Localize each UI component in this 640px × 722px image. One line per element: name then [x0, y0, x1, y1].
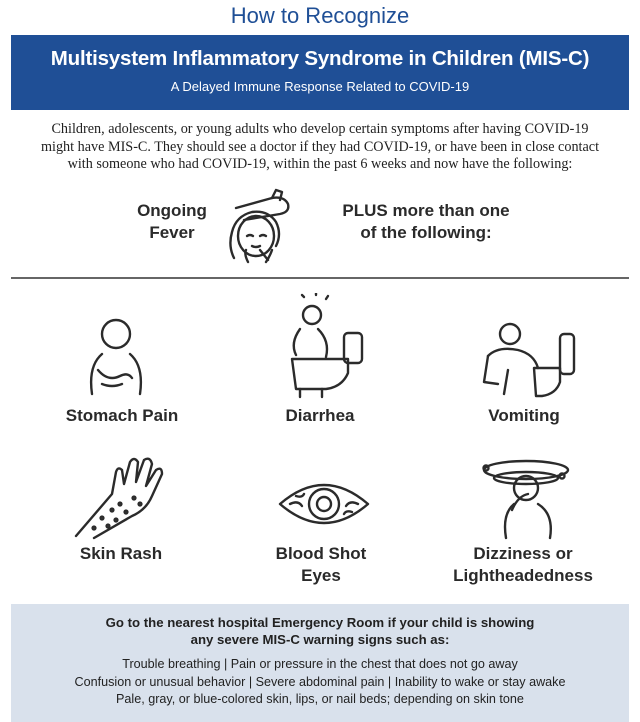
banner-subtitle: A Delayed Immune Response Related to COV… — [170, 79, 470, 94]
skin-rash-icon — [72, 454, 172, 540]
symptom-diarrhea: Diarrhea — [285, 406, 355, 425]
intro-line: might have MIS-C. They should see a doct… — [40, 138, 600, 155]
warning-box: Go to the nearest hospital Emergency Roo… — [11, 604, 629, 722]
intro-paragraph: Children, adolescents, or young adults w… — [18, 121, 622, 174]
symptom-dizziness: Dizziness or Lightheadedness — [453, 544, 593, 585]
symptom-vomiting: Vomiting — [488, 406, 560, 425]
diarrhea-icon — [282, 293, 372, 399]
fever-label: Ongoing Fever — [137, 201, 207, 242]
bloodshot-eye-icon — [276, 476, 372, 532]
dizziness-icon — [476, 452, 576, 540]
vomiting-icon — [478, 316, 578, 400]
intro-line: with someone who had COVID-19, within th… — [67, 156, 573, 172]
warning-sign-line: Pale, gray, or blue-colored skin, lips, … — [116, 692, 524, 706]
section-divider — [11, 277, 629, 279]
fever-icon — [214, 184, 300, 266]
stomach-pain-icon — [76, 312, 156, 396]
title-banner: Multisystem Inflammatory Syndrome in Chi… — [11, 35, 629, 110]
page-title: How to Recognize — [230, 3, 410, 28]
symptom-bloodshot-eyes: Blood Shot Eyes — [275, 544, 367, 585]
warning-sign-line: Trouble breathing | Pain or pressure in … — [122, 657, 518, 671]
warning-heading: Go to the nearest hospital Emergency Roo… — [105, 615, 535, 647]
warning-sign-line: Confusion or unusual behavior | Severe a… — [74, 674, 566, 689]
warning-signs: Trouble breathing | Pain or pressure in … — [11, 656, 629, 709]
symptom-stomach-pain: Stomach Pain — [65, 406, 179, 425]
intro-line: Children, adolescents, or young adults w… — [51, 121, 589, 137]
plus-label: PLUS more than one of the following: — [342, 201, 510, 242]
banner-title: Multisystem Inflammatory Syndrome in Chi… — [50, 47, 590, 70]
symptom-skin-rash: Skin Rash — [79, 544, 163, 563]
